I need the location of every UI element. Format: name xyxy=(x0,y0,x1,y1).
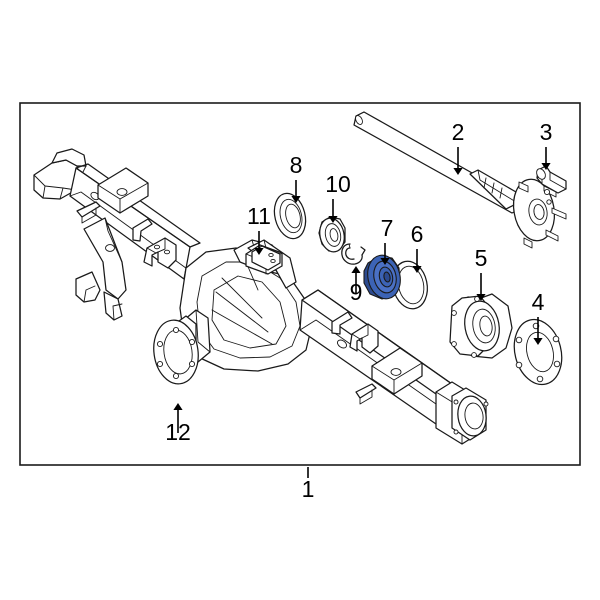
callout-3: 3 xyxy=(540,119,553,170)
callout-number-8: 8 xyxy=(290,152,303,178)
callout-number-7: 7 xyxy=(381,215,394,241)
callout-arrowhead xyxy=(254,248,264,255)
callout-arrowhead xyxy=(476,294,486,301)
callout-4: 4 xyxy=(532,289,545,345)
callout-5: 5 xyxy=(475,245,488,301)
callout-2: 2 xyxy=(452,119,465,175)
callout-number-1: 1 xyxy=(302,476,315,502)
callout-8: 8 xyxy=(290,152,303,203)
part-left-axle-flange xyxy=(153,319,199,385)
part-axle-shaft-seal xyxy=(392,260,428,310)
callout-arrowhead xyxy=(541,163,551,170)
part-wheel-stud-bolt xyxy=(536,165,567,194)
callout-number-5: 5 xyxy=(475,245,488,271)
callout-number-2: 2 xyxy=(452,119,465,145)
part-inner-oil-seal xyxy=(273,192,307,240)
part-axle-shaft-bearing-highlighted xyxy=(363,254,401,300)
callout-number-3: 3 xyxy=(540,119,553,145)
part-bearing-snap-ring xyxy=(341,243,366,265)
callout-9: 9 xyxy=(350,266,363,305)
callout-arrowhead xyxy=(380,258,390,265)
callout-12: 12 xyxy=(165,403,191,445)
callout-arrowhead xyxy=(173,403,183,410)
callout-number-6: 6 xyxy=(411,221,424,247)
callout-number-11: 11 xyxy=(247,203,271,229)
callout-number-10: 10 xyxy=(325,171,351,197)
part-axle-housing-assembly xyxy=(33,148,489,445)
callout-arrowhead xyxy=(328,216,338,223)
callout-arrowhead xyxy=(351,266,361,273)
diagram-frame xyxy=(19,102,581,466)
callout-1: 1 xyxy=(302,467,315,502)
callout-11: 11 xyxy=(247,203,271,255)
part-axle-shaft xyxy=(353,111,567,249)
callout-number-4: 4 xyxy=(532,289,545,315)
callout-arrowhead xyxy=(412,266,422,273)
callout-arrowhead xyxy=(533,338,543,345)
callout-7: 7 xyxy=(380,215,393,265)
callout-arrowhead xyxy=(291,196,301,203)
callout-6: 6 xyxy=(411,221,424,273)
part-axle-bearing-retainer xyxy=(449,293,513,359)
callout-number-12: 12 xyxy=(165,419,191,445)
callout-10: 10 xyxy=(325,171,351,223)
part-axle-flange-gasket xyxy=(513,318,563,386)
part-pinion-bearing xyxy=(318,216,346,253)
callout-number-9: 9 xyxy=(350,279,363,305)
callout-arrowhead xyxy=(453,168,463,175)
